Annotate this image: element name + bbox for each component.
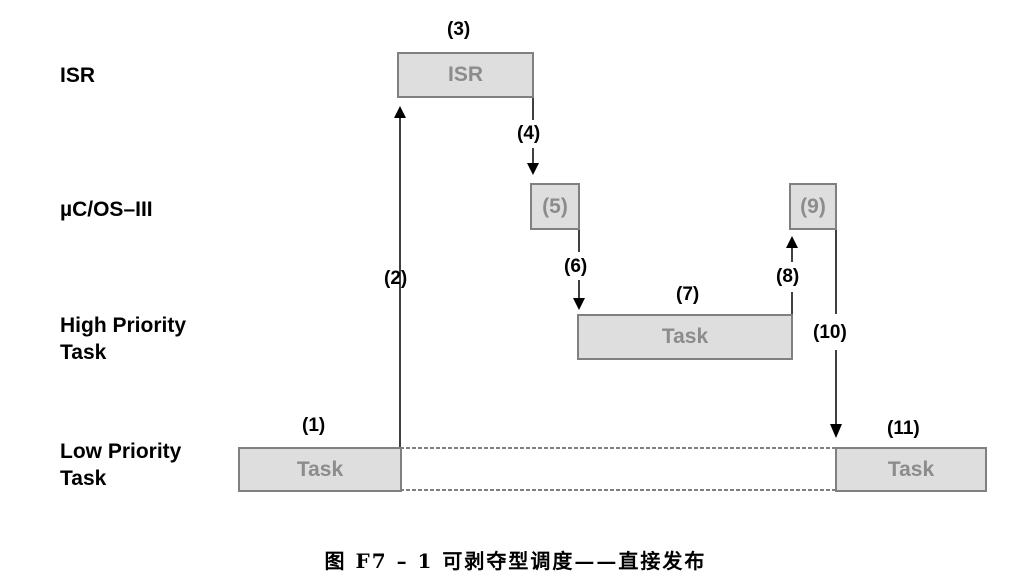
arrowhead-2 bbox=[394, 106, 406, 118]
figure-caption: 图 F7 – 1 可剥夺型调度——直接发布 bbox=[324, 549, 707, 573]
step-8: (8) bbox=[776, 266, 800, 287]
row-label-high-line2: Task bbox=[60, 341, 107, 364]
os-box-9: (9) bbox=[789, 183, 837, 230]
row-label-low-line1: Low Priority bbox=[60, 440, 182, 463]
row-label-high: High Priority Task bbox=[60, 312, 186, 366]
row-label-isr: ISR bbox=[60, 64, 96, 87]
row-label-high-line1: High Priority bbox=[60, 314, 187, 337]
arrowhead-8 bbox=[786, 236, 798, 248]
step-3: (3) bbox=[447, 19, 471, 40]
low-task-box-after-label: Task bbox=[887, 457, 935, 481]
os-box-5-label: (5) bbox=[542, 194, 568, 218]
os-box-5: (5) bbox=[530, 183, 580, 230]
step-6: (6) bbox=[564, 256, 588, 277]
low-task-box-after: Task bbox=[835, 447, 987, 492]
step-1: (1) bbox=[302, 415, 326, 436]
low-task-box-before: Task bbox=[238, 447, 402, 492]
arrowhead-6 bbox=[573, 298, 585, 310]
high-task-box: Task bbox=[577, 314, 793, 360]
os-box-9-label: (9) bbox=[800, 194, 826, 218]
step-4: (4) bbox=[517, 123, 541, 144]
low-task-box-before-label: Task bbox=[296, 457, 344, 481]
row-label-os: µC/OS–III bbox=[60, 198, 153, 221]
step-11: (11) bbox=[887, 418, 920, 439]
step-10: (10) bbox=[813, 322, 847, 343]
high-task-box-label: Task bbox=[661, 325, 709, 348]
step-2: (2) bbox=[384, 268, 408, 289]
arrowhead-10 bbox=[830, 424, 842, 438]
step-7: (7) bbox=[676, 284, 700, 305]
row-label-low-line2: Task bbox=[60, 467, 107, 490]
row-label-low: Low Priority Task bbox=[60, 438, 181, 492]
isr-box: ISR bbox=[397, 52, 534, 98]
arrowhead-4 bbox=[527, 163, 539, 175]
isr-box-label: ISR bbox=[447, 63, 483, 86]
